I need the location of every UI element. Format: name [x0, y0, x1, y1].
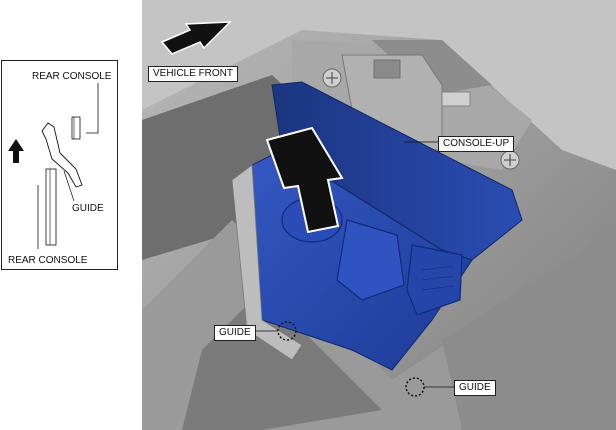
leader-rear-console-top: [86, 83, 99, 134]
bracket-slot: [373, 59, 401, 79]
lift-up-arrow-icon: [265, 126, 344, 234]
console-up-profile: [41, 122, 83, 188]
label-console-up: CONSOLE-UP: [438, 136, 515, 152]
upper-trim: [142, 0, 616, 170]
label-rear-console-top: REAR CONSOLE: [32, 71, 112, 82]
label-guide-left: GUIDE: [214, 325, 256, 341]
label-guide-right: GUIDE: [454, 380, 496, 396]
console-button-ribbed: [406, 244, 463, 316]
screw-right: [500, 150, 520, 170]
label-vehicle-front: VEHICLE FRONT: [148, 66, 239, 82]
label-rear-console-bottom: REAR CONSOLE: [8, 255, 88, 266]
center-slot: [372, 40, 492, 95]
rear-console-bottom-part: [45, 168, 57, 246]
bracket-slot-2: [441, 91, 471, 107]
leader-guide: [63, 170, 75, 202]
screw-left: [322, 68, 342, 88]
console-photo: [142, 0, 616, 430]
up-arrow-icon: [8, 139, 24, 163]
label-guide-inset: GUIDE: [72, 203, 104, 214]
console-button-square: [336, 219, 405, 301]
inset-drawing: [8, 83, 99, 249]
rear-console-top-part: [71, 116, 81, 140]
vehicle-front-arrow-icon: [160, 21, 232, 55]
detail-inset: REAR CONSOLE GUIDE REAR CONSOLE: [1, 60, 118, 270]
